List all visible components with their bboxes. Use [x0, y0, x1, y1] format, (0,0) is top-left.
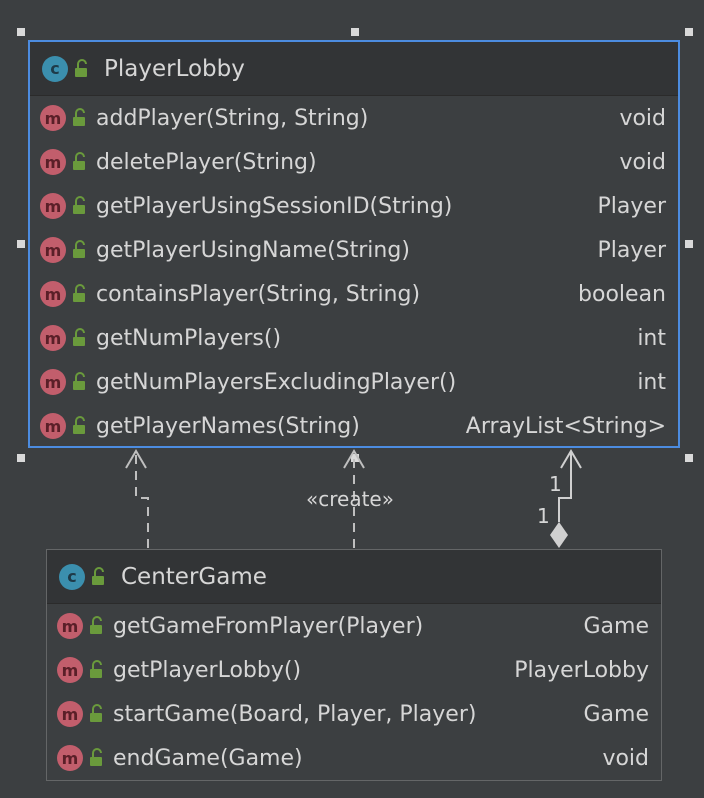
public-lock-icon [92, 566, 104, 585]
method-return-type: int [637, 369, 666, 395]
method-row[interactable]: m endGame(Game) void [47, 736, 661, 780]
class-name: PlayerLobby [104, 55, 245, 82]
method-return-type: ArrayList<String> [465, 413, 666, 439]
public-lock-icon [90, 704, 102, 722]
method-return-type: Player [597, 237, 666, 263]
method-return-type: void [619, 149, 666, 175]
public-lock-icon [75, 58, 87, 77]
public-lock-icon [73, 152, 85, 170]
method-row[interactable]: m containsPlayer(String, String) boolean [30, 272, 678, 316]
multiplicity-target-label: 1 [549, 472, 562, 496]
method-row[interactable]: m getPlayerUsingName(String) Player [30, 228, 678, 272]
method-icon: m [40, 281, 66, 307]
method-row[interactable]: m getNumPlayers() int [30, 316, 678, 360]
method-name: getPlayerUsingSessionID(String) [96, 193, 453, 219]
resize-handle-top-left[interactable] [17, 28, 25, 36]
class-center-game[interactable]: c CenterGame m getGameFromPlayer(Player) G… [46, 549, 662, 781]
method-row[interactable]: m getPlayerLobby() PlayerLobby [47, 648, 661, 692]
method-return-type: Game [583, 613, 650, 639]
composition-edge[interactable] [550, 449, 582, 548]
method-icon: m [57, 613, 83, 639]
method-row[interactable]: m getGameFromPlayer(Player) Game [47, 604, 661, 648]
method-return-type: Player [597, 193, 666, 219]
public-lock-icon [73, 328, 85, 346]
method-icon: m [40, 369, 66, 395]
method-return-type: void [619, 105, 666, 131]
multiplicity-source-label: 1 [537, 504, 550, 528]
method-name: getPlayerLobby() [113, 657, 302, 683]
method-name: containsPlayer(String, String) [96, 281, 421, 307]
public-lock-icon [90, 660, 102, 678]
method-icon: m [57, 701, 83, 727]
method-name: getGameFromPlayer(Player) [113, 613, 424, 639]
resize-handle-top-right[interactable] [685, 28, 693, 36]
method-return-type: int [637, 325, 666, 351]
class-name: CenterGame [121, 563, 267, 590]
method-icon: m [57, 745, 83, 771]
class-icon: c [59, 563, 85, 590]
method-name: getNumPlayersExcludingPlayer() [96, 369, 457, 395]
method-name: endGame(Game) [113, 745, 303, 771]
method-return-type: void [602, 745, 649, 771]
resize-handle-middle-left[interactable] [17, 240, 25, 248]
public-lock-icon [90, 616, 102, 634]
public-lock-icon [73, 284, 85, 302]
method-icon: m [40, 193, 66, 219]
method-name: getNumPlayers() [96, 325, 282, 351]
method-icon: m [40, 413, 66, 439]
method-name: startGame(Board, Player, Player) [113, 701, 477, 727]
resize-handle-middle-right[interactable] [685, 240, 693, 248]
dependency-edge-left[interactable] [125, 449, 149, 548]
public-lock-icon [73, 240, 85, 258]
class-header: c PlayerLobby [30, 42, 678, 96]
public-lock-icon [73, 416, 85, 434]
public-lock-icon [73, 196, 85, 214]
create-dependency-edge[interactable] [343, 449, 365, 548]
public-lock-icon [73, 108, 85, 126]
public-lock-icon [90, 748, 102, 766]
method-return-type: boolean [578, 281, 666, 307]
method-return-type: PlayerLobby [514, 657, 649, 683]
method-icon: m [57, 657, 83, 683]
method-icon: m [40, 105, 66, 131]
method-row[interactable]: m getNumPlayersExcludingPlayer() int [30, 360, 678, 404]
resize-handle-top-center[interactable] [351, 28, 359, 36]
public-lock-icon [73, 372, 85, 390]
create-stereotype-label: «create» [306, 487, 394, 511]
method-name: addPlayer(String, String) [96, 105, 369, 131]
method-return-type: Game [583, 701, 650, 727]
method-icon: m [40, 325, 66, 351]
method-row[interactable]: m addPlayer(String, String) void [30, 96, 678, 140]
method-icon: m [40, 149, 66, 175]
method-name: getPlayerNames(String) [96, 413, 360, 439]
method-row[interactable]: m getPlayerNames(String) ArrayList<String> [30, 404, 678, 448]
method-row[interactable]: m deletePlayer(String) void [30, 140, 678, 184]
resize-handle-bottom-center[interactable] [351, 454, 359, 462]
method-name: getPlayerUsingName(String) [96, 237, 410, 263]
method-name: deletePlayer(String) [96, 149, 317, 175]
class-icon: c [42, 55, 68, 82]
resize-handle-bottom-right[interactable] [685, 454, 693, 462]
method-row[interactable]: m startGame(Board, Player, Player) Game [47, 692, 661, 736]
composition-diamond-icon [550, 522, 568, 548]
class-player-lobby[interactable]: c PlayerLobby m addPlayer(String, String)… [28, 40, 680, 448]
resize-handle-bottom-left[interactable] [17, 454, 25, 462]
method-row[interactable]: m getPlayerUsingSessionID(String) Player [30, 184, 678, 228]
method-icon: m [40, 237, 66, 263]
class-header: c CenterGame [47, 550, 661, 604]
